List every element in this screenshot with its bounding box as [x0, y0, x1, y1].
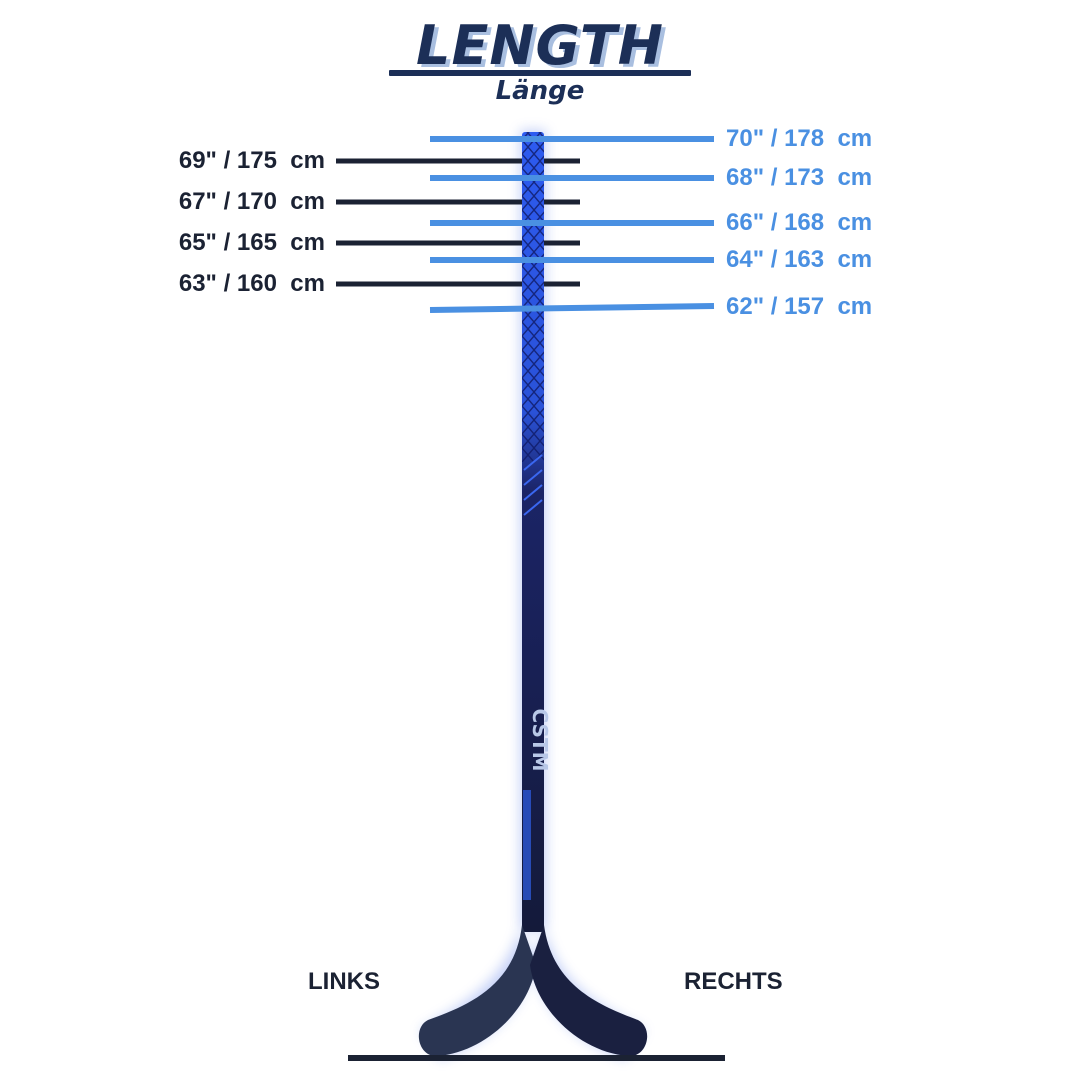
title-underline — [389, 70, 691, 76]
length-label-right: 66" / 168 cm — [726, 209, 873, 236]
length-label-right: 62" / 157 cm — [726, 293, 873, 320]
length-line-62 — [429, 303, 715, 313]
length-label-right: 68" / 173 cm — [726, 164, 873, 191]
left-blade — [418, 925, 536, 1057]
page-title: LENGTH — [416, 14, 664, 77]
length-label-left: 65" / 165 cm — [178, 229, 325, 256]
length-label-left: 67" / 170 cm — [178, 188, 325, 215]
hockey-stick: CSTM — [418, 132, 648, 1057]
stick-grip-pattern — [522, 132, 544, 462]
page-subtitle: Länge — [495, 76, 585, 106]
length-label-right: 70" / 178 cm — [726, 125, 873, 152]
right-blade — [530, 925, 648, 1057]
length-label-right: 64" / 163 cm — [726, 246, 873, 273]
right-length-lines — [429, 136, 715, 313]
length-label-left: 69" / 175 cm — [178, 147, 325, 174]
length-label-left: 63" / 160 cm — [178, 270, 325, 297]
stick-blue-accent — [523, 790, 531, 900]
stick-stripes — [523, 454, 543, 516]
right-blade-label: RECHTS — [684, 968, 783, 995]
left-blade-label: LINKS — [308, 968, 380, 995]
stick-brand: CSTM — [528, 709, 552, 772]
